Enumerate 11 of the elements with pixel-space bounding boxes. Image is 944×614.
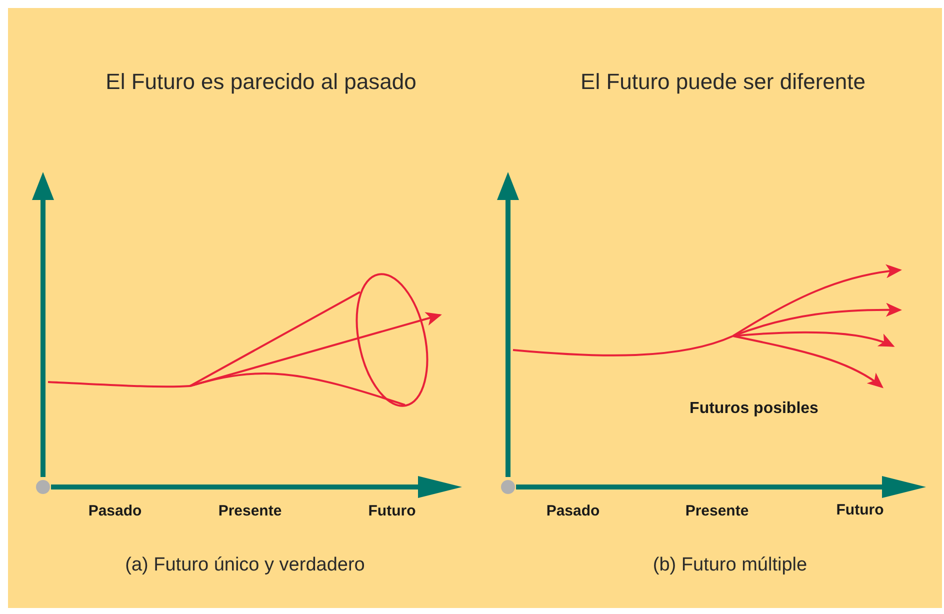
axis-label: Presente [685, 504, 749, 518]
axis-label: Futuro [836, 502, 884, 518]
axis-label: Pasado [88, 504, 142, 518]
panel-caption: (b) Futuro múltiple [652, 556, 808, 574]
panel-title: El Futuro puede ser diferente [580, 71, 866, 93]
axis-label: Pasado [546, 504, 600, 518]
axis-label: Futuro [368, 504, 416, 518]
axis-label: Presente [218, 504, 282, 518]
panel-caption: (a) Futuro único y verdadero [125, 556, 365, 574]
panel-title: El Futuro es parecido al pasado [106, 71, 416, 93]
annotation-text: Futuros posibles [690, 401, 818, 417]
